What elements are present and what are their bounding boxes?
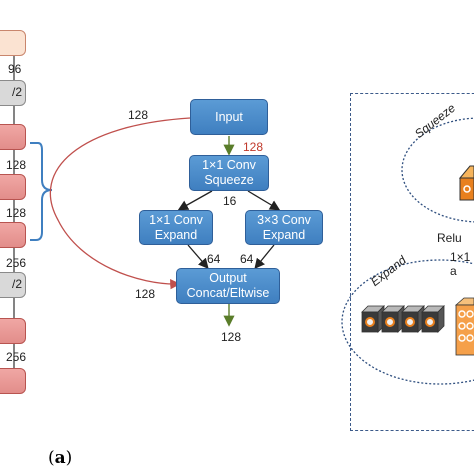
pool-label: /2 (11, 277, 22, 291)
squeeze-label-line2: Squeeze (204, 173, 254, 187)
pool-block: /2 (0, 80, 26, 106)
pool-label: /2 (11, 85, 22, 99)
edge-label-bypass-out: 128 (135, 287, 156, 301)
layer-channel-label: 128 (6, 206, 27, 220)
input-block: Input (190, 99, 268, 135)
arrow-expand3-output (254, 244, 275, 270)
edge-label-squeeze-out: 16 (223, 194, 237, 208)
layer-channel-label: 256 (6, 350, 27, 364)
layer-channel-label: 256 (6, 256, 27, 270)
layer-block (0, 318, 26, 344)
expand-3x3-block-3d (454, 297, 474, 356)
squeeze-block: 1×1 Conv Squeeze (189, 155, 269, 191)
expand-ellipse (341, 259, 474, 385)
squeeze-ellipse (401, 117, 474, 223)
pool-block: /2 (0, 272, 26, 298)
output-label-line1: Output (209, 271, 247, 285)
layer-block (0, 124, 26, 150)
arrow-squeeze-expand1 (177, 190, 213, 211)
edge-label-output: 128 (221, 330, 242, 344)
squeeze-cube (458, 165, 474, 201)
input-label: Input (215, 109, 243, 124)
layer-channel-label: 128 (6, 158, 27, 172)
layer-block (0, 368, 26, 394)
layer-channel-label: 96 (8, 62, 22, 76)
layer-block (0, 174, 26, 200)
layer-block (0, 30, 26, 56)
edge-label-expand3-out: 64 (240, 252, 254, 266)
expand3-label-line1: 3×3 Conv (257, 212, 311, 227)
expand1-label-line2: Expand (154, 227, 198, 242)
edge-label-bypass-in: 128 (128, 108, 149, 122)
layer-block (0, 222, 26, 248)
arrow-expand1-output (187, 244, 209, 269)
output-label-line2: Concat/Eltwise (186, 286, 270, 300)
edge-label-expand1-out: 64 (207, 252, 221, 266)
inset-frame (350, 93, 474, 431)
expand-1x1-block: 1×1 Conv Expand (139, 210, 213, 245)
output-block: Output Concat/Eltwise (176, 268, 280, 304)
expand3-label-line2: Expand (262, 227, 306, 242)
expand-3x3-block: 3×3 Conv Expand (245, 210, 323, 245)
module-brace (30, 142, 53, 241)
expand-1x1-cubes (361, 305, 445, 333)
arrow-squeeze-expand3 (247, 190, 281, 211)
edge-label-input-squeeze: 128 (243, 140, 264, 154)
figure-caption: (a) (48, 448, 73, 468)
bypass-curve (49, 117, 191, 290)
inset-relu-label: Relu (437, 231, 462, 245)
inset-kernel-label: 1×1 a (450, 250, 471, 278)
expand1-label-line1: 1×1 Conv (149, 212, 203, 227)
squeeze-label-line1: 1×1 Conv (202, 158, 256, 172)
